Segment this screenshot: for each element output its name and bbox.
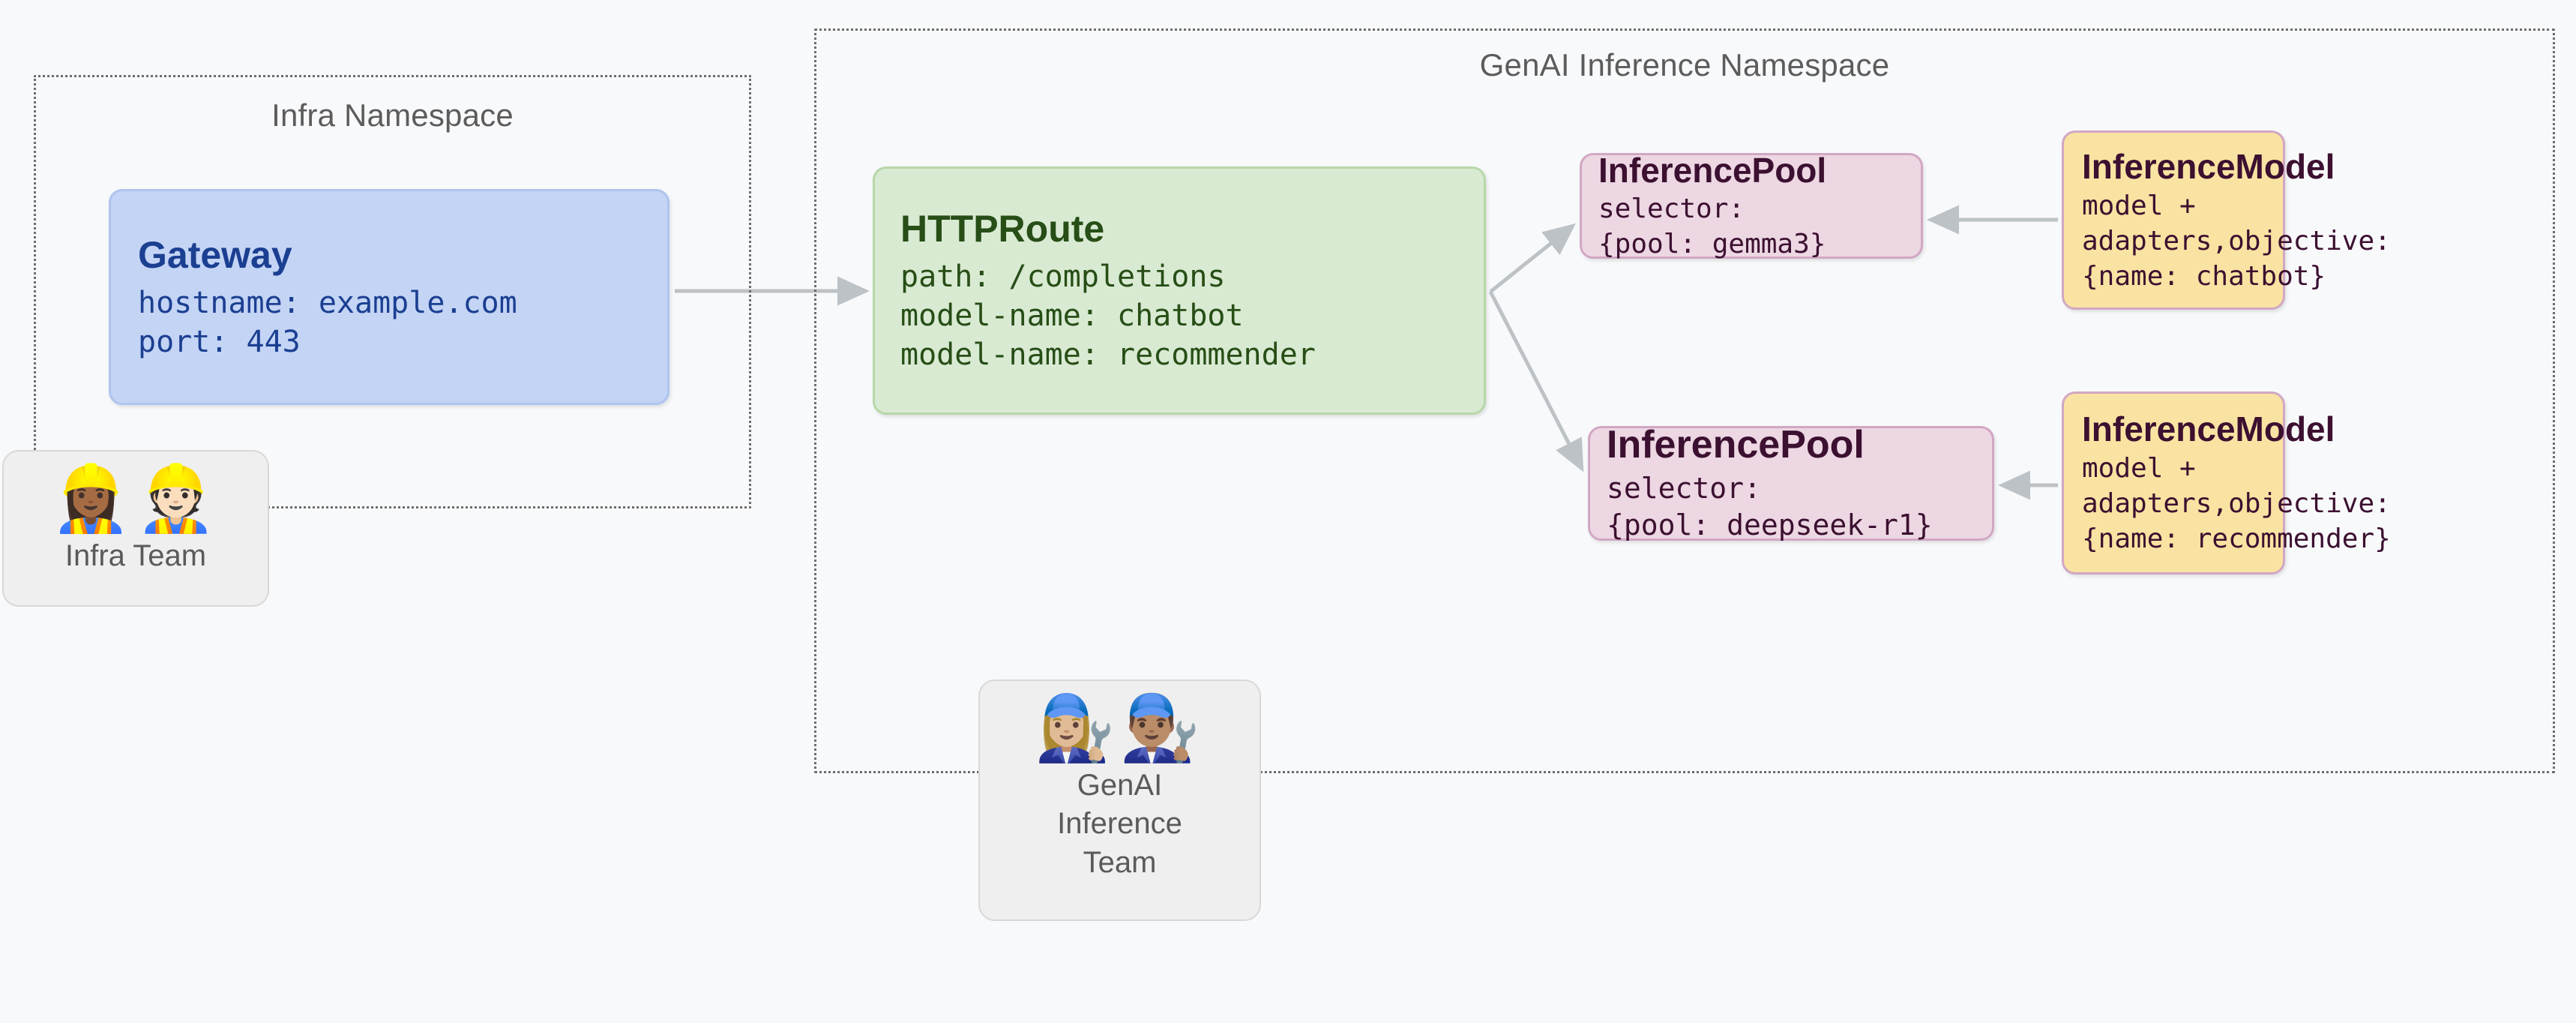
node-gateway[interactable]: Gateway hostname: example.com port: 443 [109,189,669,405]
node-inferencepool-gemma3[interactable]: InferencePool selector: {pool: gemma3} [1580,150,1923,260]
node-inferencepool-deepseek-r1-body: selector: {pool: deepseek-r1} [1607,471,1933,542]
node-inferencemodel-chatbot-body: model + adapters,objective: {name: chatb… [2082,190,2391,292]
node-httproute-body: path: /completions model-name: chatbot m… [900,260,1316,372]
node-inferencemodel-recommender-body: model + adapters,objective: {name: recom… [2082,453,2391,555]
team-card-infra[interactable]: 👷🏾‍♀️👷🏻 Infra Team [2,450,269,607]
node-gateway-kind: Gateway [138,233,292,276]
node-inferencepool-deepseek-r1[interactable]: InferencePool selector: {pool: deepseek-… [1588,423,1994,542]
construction-workers-icon: 👷🏾‍♀️👷🏻 [50,461,221,536]
node-httproute[interactable]: HTTPRoute path: /completions model-name:… [873,166,1486,415]
node-inferencepool-deepseek-r1-kind: InferencePool [1607,423,1865,467]
node-inferencepool-gemma3-kind: InferencePool [1598,150,1827,190]
namespace-genai-boundary [814,28,2555,773]
mechanics-icon: 👩🏼‍🔧👨🏽‍🔧 [1035,691,1205,766]
node-httproute-kind: HTTPRoute [900,208,1105,250]
node-inferencemodel-chatbot-kind: InferenceModel [2082,146,2335,186]
node-inferencepool-gemma3-body: selector: {pool: gemma3} [1598,193,1826,260]
namespace-infra-title: Infra Namespace [271,98,514,133]
node-inferencemodel-recommender-kind: InferenceModel [2082,410,2335,449]
namespace-infra-boundary [34,75,751,508]
node-inferencemodel-recommender[interactable]: InferenceModel model + adapters,objectiv… [2062,392,2391,574]
team-card-infra-label: Infra Team [64,539,207,573]
node-inferencemodel-chatbot[interactable]: InferenceModel model + adapters,objectiv… [2062,130,2391,310]
node-gateway-body: hostname: example.com port: 443 [138,285,517,359]
team-card-genai-inference-label: GenAI Inference Team [1057,769,1182,879]
team-card-genai-inference[interactable]: 👩🏼‍🔧👨🏽‍🔧 GenAI Inference Team [978,680,1261,921]
namespace-genai-title: GenAI Inference Namespace [1479,47,1890,82]
